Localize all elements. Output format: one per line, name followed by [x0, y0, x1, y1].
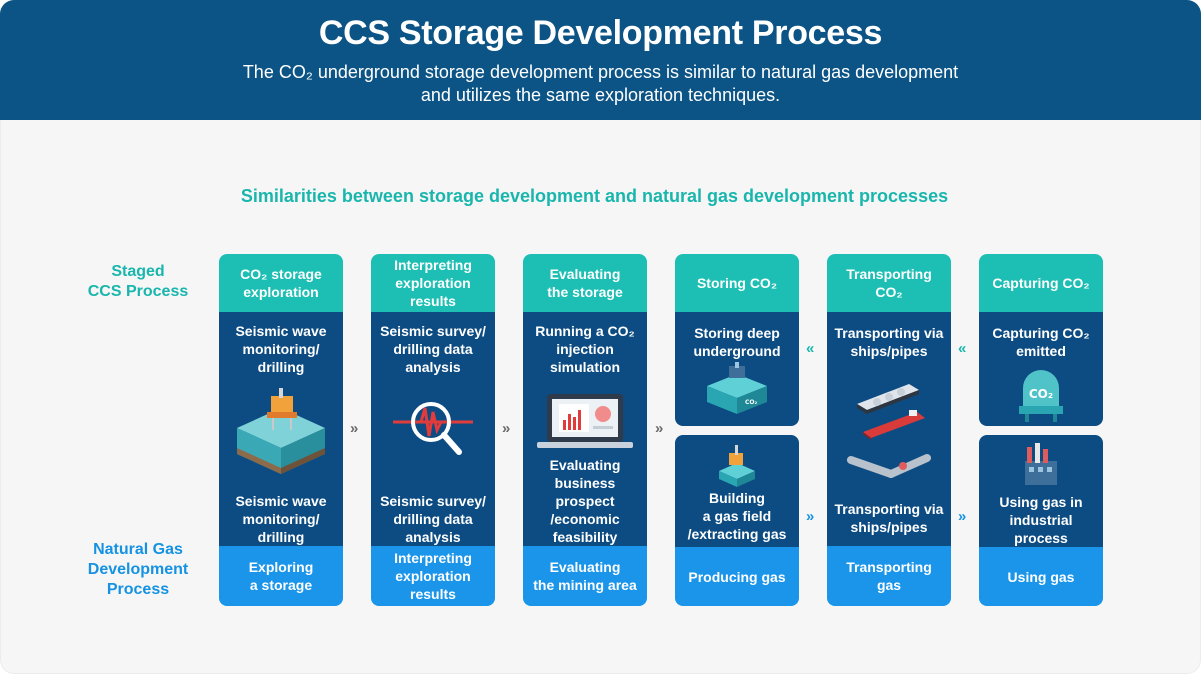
gas-detail-text: Evaluating business prospect /economic f… — [549, 457, 621, 545]
stage-detail-body: Transporting via ships/pipes Transportin… — [827, 312, 951, 546]
row-label-gas-line3: Process — [106, 581, 170, 598]
stage-detail-body: Seismic wave monitoring/ drilling Seismi… — [219, 312, 343, 546]
seismic-search-icon — [393, 402, 473, 455]
row-label-gas-line1: Natural Gas — [93, 541, 183, 558]
gas-detail-text: Seismic wave monitoring/ drilling — [235, 493, 327, 545]
ccs-stage-header: Capturing CO₂ — [979, 254, 1103, 312]
gas-stage-footer: Using gas — [979, 547, 1103, 606]
underground-storage-icon: CO₂ — [707, 362, 767, 414]
ccs-box-storing: Storing CO₂ Storing deep underground CO₂ — [675, 254, 799, 426]
arrow-left-2: « — [958, 340, 967, 357]
stage-detail-body: Capturing CO₂ emitted CO₂ — [979, 312, 1103, 426]
ccs-detail-text: Seismic survey/ drilling data analysis — [380, 323, 486, 375]
row-label-ccs-line2: CCS Process — [87, 283, 189, 300]
ccs-detail-text: Storing deep underground — [693, 325, 781, 359]
gas-rig-icon — [719, 445, 755, 487]
stage-detail-body: Storing deep underground CO₂ — [675, 312, 799, 426]
gas-detail-text: Using gas in industrial process — [999, 494, 1083, 546]
arrow-right-3: » — [655, 420, 664, 437]
pipeline-icon — [847, 454, 931, 478]
arrow-right-1: » — [350, 420, 359, 437]
storage-co2-label: CO₂ — [745, 399, 758, 406]
header-banner: CCS Storage Development Process The CO₂ … — [0, 0, 1201, 120]
stage-detail-body: Seismic survey/ drilling data analysis S… — [371, 312, 495, 546]
ccs-detail-text: Seismic wave monitoring/ drilling — [235, 323, 327, 375]
gas-box-producing: Building a gas field /extracting gas Pro… — [675, 435, 799, 606]
arrow-right-5: » — [958, 508, 967, 525]
stage-detail-body: Using gas in industrial process — [979, 435, 1103, 547]
row-label-gas-line2: Development — [87, 561, 189, 578]
arrow-right-2: » — [502, 420, 511, 437]
stage-detail-body: Building a gas field /extracting gas — [675, 435, 799, 547]
co2-capture-icon: CO₂ — [1019, 370, 1063, 422]
gas-detail-text: Transporting via ships/pipes — [834, 501, 944, 535]
capture-co2-label: CO₂ — [1029, 387, 1053, 401]
ccs-detail-text: Transporting via ships/pipes — [834, 325, 944, 359]
laptop-simulation-icon — [537, 394, 633, 448]
gas-stage-footer: Producing gas — [675, 547, 799, 606]
row-label-ccs: Staged CCS Process — [73, 262, 203, 302]
ccs-stage-header: Storing CO₂ — [675, 254, 799, 312]
gas-detail-text: Seismic survey/ drilling data analysis — [380, 493, 486, 545]
page-subtitle-line2: and utilizes the same exploration techni… — [420, 85, 781, 105]
ccs-detail-text: Running a CO₂ injection simulation — [535, 323, 635, 375]
gas-box-using: Using gas in industrial process Using ga… — [979, 435, 1103, 606]
section-title: Similarities between storage development… — [240, 186, 949, 206]
factory-icon — [1025, 443, 1057, 485]
gas-detail-text: Building a gas field /extracting gas — [687, 490, 787, 542]
arrow-right-4: » — [806, 508, 815, 525]
row-label-ccs-line1: Staged — [111, 263, 165, 280]
arrow-left-1: « — [806, 340, 815, 357]
stage-detail-body: Running a CO₂ injection simulation Evalu… — [523, 312, 647, 546]
page-subtitle-line1: The CO₂ underground storage development … — [242, 62, 959, 82]
ships-icon — [857, 384, 925, 440]
ccs-box-capturing: Capturing CO₂ Capturing CO₂ emitted CO₂ — [979, 254, 1103, 426]
ccs-detail-text: Capturing CO₂ emitted — [992, 325, 1090, 359]
offshore-platform-icon — [237, 388, 325, 474]
page-title: CCS Storage Development Process — [318, 14, 883, 52]
row-label-gas: Natural Gas Development Process — [73, 540, 203, 600]
